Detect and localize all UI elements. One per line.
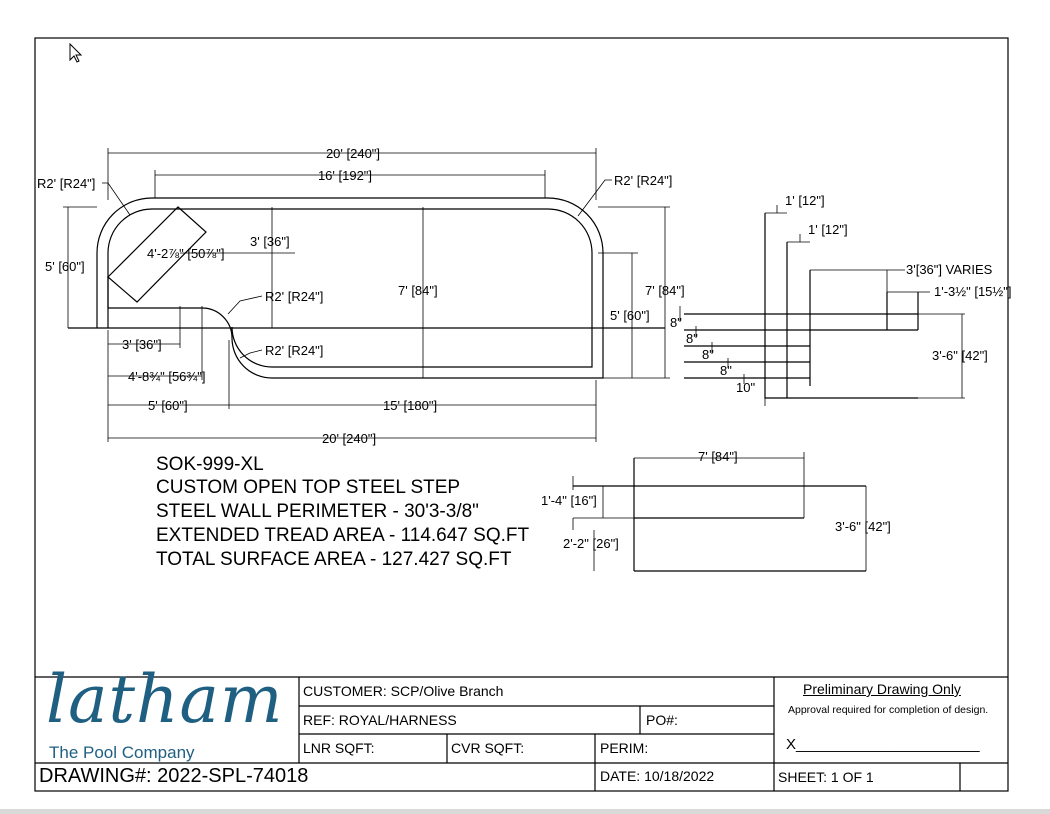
note-description: CUSTOM OPEN TOP STEEL STEP xyxy=(156,477,460,498)
title-block-grid xyxy=(35,676,1008,791)
dim-center-height: 7' [84"] xyxy=(398,283,438,298)
dim-top-overall: 20' [240"] xyxy=(326,146,380,161)
lnr-sqft-field: LNR SQFT: xyxy=(303,740,375,756)
dim-profile-rise-2: 8" xyxy=(686,331,698,346)
dim-profile-rise-3: 8" xyxy=(702,347,714,362)
dim-profile-varies: 3'[36"] VARIES xyxy=(906,262,993,277)
brand-tagline: The Pool Company xyxy=(49,743,195,762)
ref-field: REF: ROYAL/HARNESS xyxy=(303,712,457,728)
dim-wall-total: 3'-6" [42"] xyxy=(835,519,891,534)
dim-seat-depth: 3' [36"] xyxy=(250,234,290,249)
drawing-date: DATE: 10/18/2022 xyxy=(600,768,715,784)
note-surface-area: TOTAL SURFACE AREA - 127.427 SQ.FT xyxy=(156,549,512,570)
dim-profile-rise-5: 10" xyxy=(736,380,755,395)
dim-bottom-step: 4'-8¾" [56¾"] xyxy=(128,369,205,384)
wall-dimension-lines xyxy=(572,452,867,571)
signature-line: X______________________ xyxy=(786,736,980,753)
dim-wall-upper: 1'-4" [16"] xyxy=(541,493,597,508)
dim-right-outer-height: 7' [84"] xyxy=(645,283,685,298)
dim-profile-rise-4: 8" xyxy=(720,363,732,378)
dim-left-height: 5' [60"] xyxy=(45,259,85,274)
dim-radius-inner-1: R2' [R24"] xyxy=(265,289,323,304)
preliminary-notice: Preliminary Drawing Only xyxy=(803,681,961,697)
dim-profile-offset: 1'-3½" [15½"] xyxy=(934,284,1011,299)
dim-bottom-seat: 3' [36"] xyxy=(122,337,162,352)
dim-right-inner-height: 5' [60"] xyxy=(610,308,650,323)
plan-outline xyxy=(68,197,665,379)
mouse-cursor-icon xyxy=(69,42,83,63)
sheet-number: SHEET: 1 OF 1 xyxy=(778,769,874,785)
dim-profile-total: 3'-6" [42"] xyxy=(932,348,988,363)
note-tread-area: EXTENDED TREAD AREA - 114.647 SQ.FT xyxy=(156,525,529,546)
profile-dimension-lines xyxy=(679,205,965,406)
dim-profile-top-1: 1' [12"] xyxy=(785,193,825,208)
note-model: SOK-999-XL xyxy=(156,454,264,475)
dim-profile-rise-1: 8" xyxy=(670,315,682,330)
drawing-number: DRAWING#: 2022-SPL-74018 xyxy=(39,765,309,787)
note-perimeter: STEEL WALL PERIMETER - 30'3-3/8" xyxy=(156,501,479,522)
dim-wall-lower: 2'-2" [26"] xyxy=(563,536,619,551)
dim-bottom-right: 15' [180"] xyxy=(383,398,437,413)
dim-radius-inner-2: R2' [R24"] xyxy=(265,343,323,358)
cvr-sqft-field: CVR SQFT: xyxy=(451,740,525,756)
plan-dimension-lines xyxy=(63,148,670,442)
dim-profile-top-2: 1' [12"] xyxy=(808,222,848,237)
dim-diagonal-length: 4'-2⅞" [50⅞"] xyxy=(147,246,224,261)
latham-logo: latham xyxy=(46,661,284,738)
approval-notice: Approval required for completion of desi… xyxy=(788,704,989,716)
wall-section xyxy=(573,458,866,572)
dim-bottom-left: 5' [60"] xyxy=(148,398,188,413)
dim-wall-width: 7' [84"] xyxy=(698,449,738,464)
po-field: PO#: xyxy=(646,712,678,728)
customer-field: CUSTOMER: SCP/Olive Branch xyxy=(303,683,504,699)
dim-radius-top-left: R2' [R24"] xyxy=(37,176,95,191)
perimeter-field: PERIM: xyxy=(600,740,649,756)
viewer-bottom-edge xyxy=(0,809,1050,814)
dim-bottom-overall: 20' [240"] xyxy=(322,431,376,446)
sheet-border xyxy=(34,37,1009,792)
dim-radius-top-right: R2' [R24"] xyxy=(614,173,672,188)
dim-top-inner: 16' [192"] xyxy=(318,168,372,183)
